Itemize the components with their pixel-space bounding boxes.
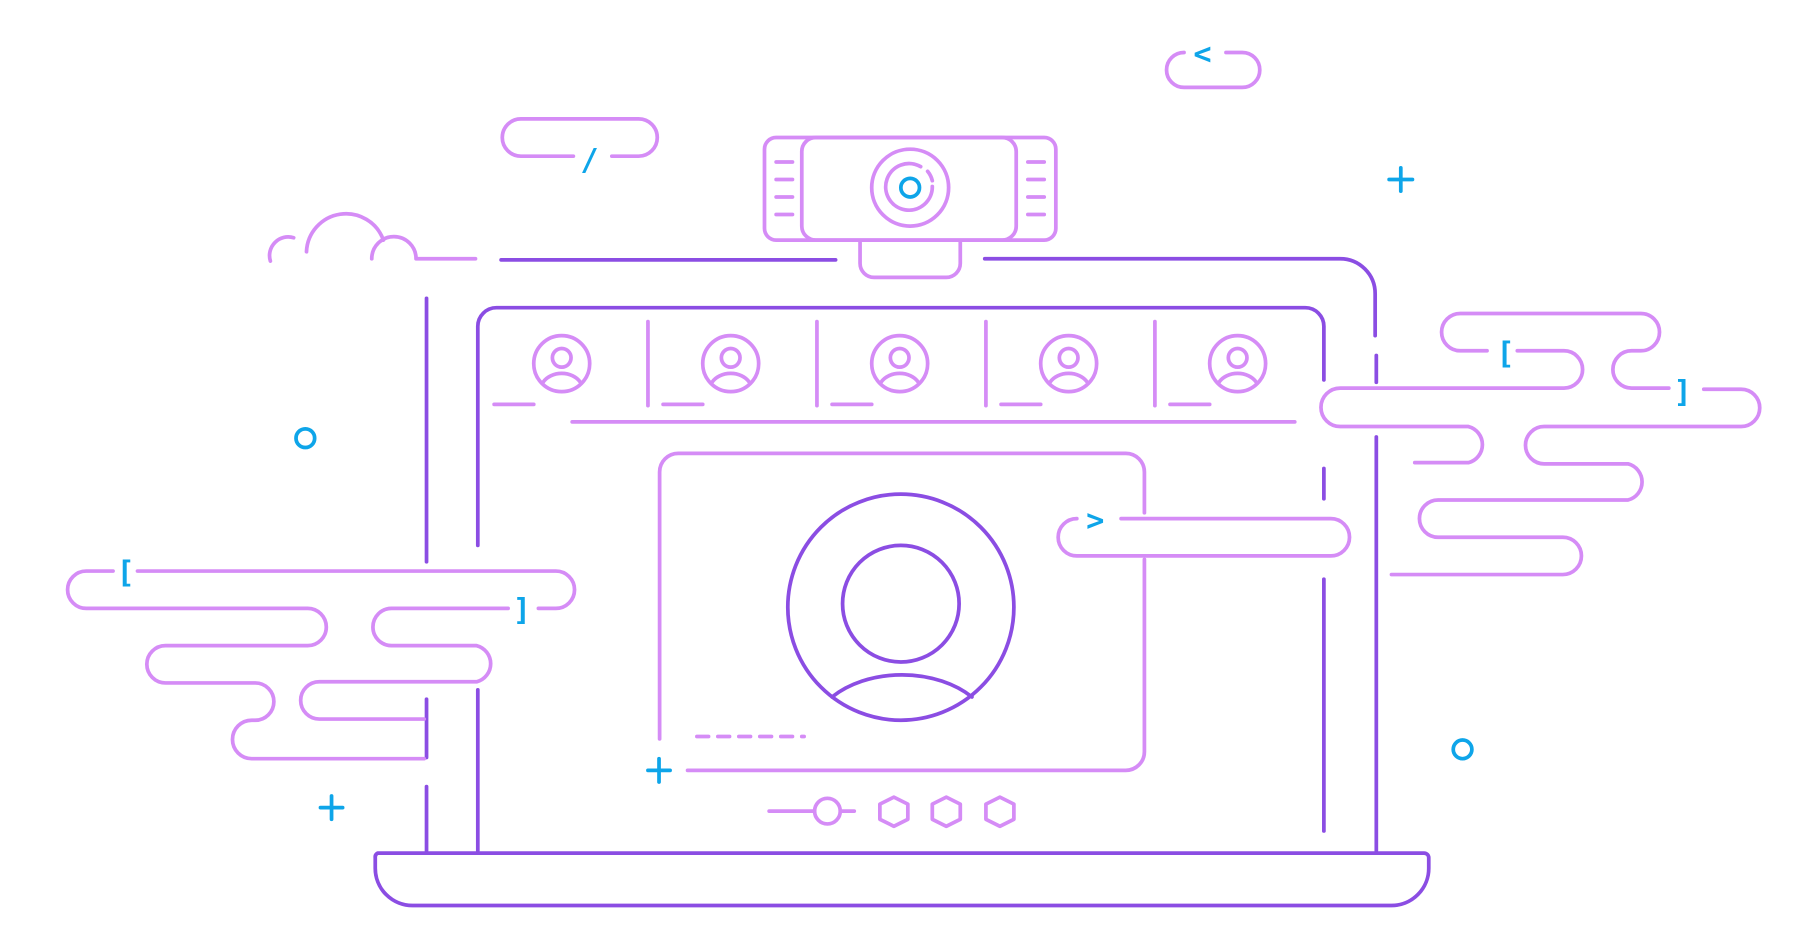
- code-pill-back: <: [1164, 37, 1262, 90]
- slash-glyph: /: [580, 143, 598, 178]
- sparkles: [294, 165, 1474, 822]
- call-controls: [767, 795, 1016, 829]
- plus-icon: [318, 794, 345, 822]
- chat-bubble: >: [1056, 503, 1352, 558]
- right-cloud-lines: [ ]: [1319, 311, 1762, 577]
- plus-icon: [1387, 165, 1415, 194]
- participant-tile: [492, 333, 592, 407]
- bracket-close-glyph: ]: [513, 593, 531, 628]
- bracket-close-glyph: ]: [1673, 375, 1691, 410]
- code-pill-slash: /: [500, 117, 660, 178]
- participant-tile: [815, 319, 930, 408]
- participant-tile: [984, 319, 1099, 408]
- webcam-icon: [762, 135, 1058, 280]
- participant-strip: [492, 319, 1297, 424]
- circle-icon: [1451, 738, 1474, 761]
- laptop: [373, 256, 1431, 908]
- back-glyph: <: [1193, 37, 1211, 72]
- left-cloud-lines: [ ]: [65, 556, 577, 761]
- bracket-open-glyph: [: [1496, 337, 1514, 372]
- user-avatar-icon: [785, 492, 1016, 723]
- cloud-icon: [267, 211, 478, 263]
- circle-icon: [294, 427, 317, 450]
- participant-tile: [1153, 319, 1268, 408]
- participant-tile: [646, 319, 761, 408]
- forward-glyph: >: [1086, 503, 1104, 538]
- bracket-open-glyph: [: [117, 556, 135, 591]
- main-video-panel: [646, 451, 1147, 784]
